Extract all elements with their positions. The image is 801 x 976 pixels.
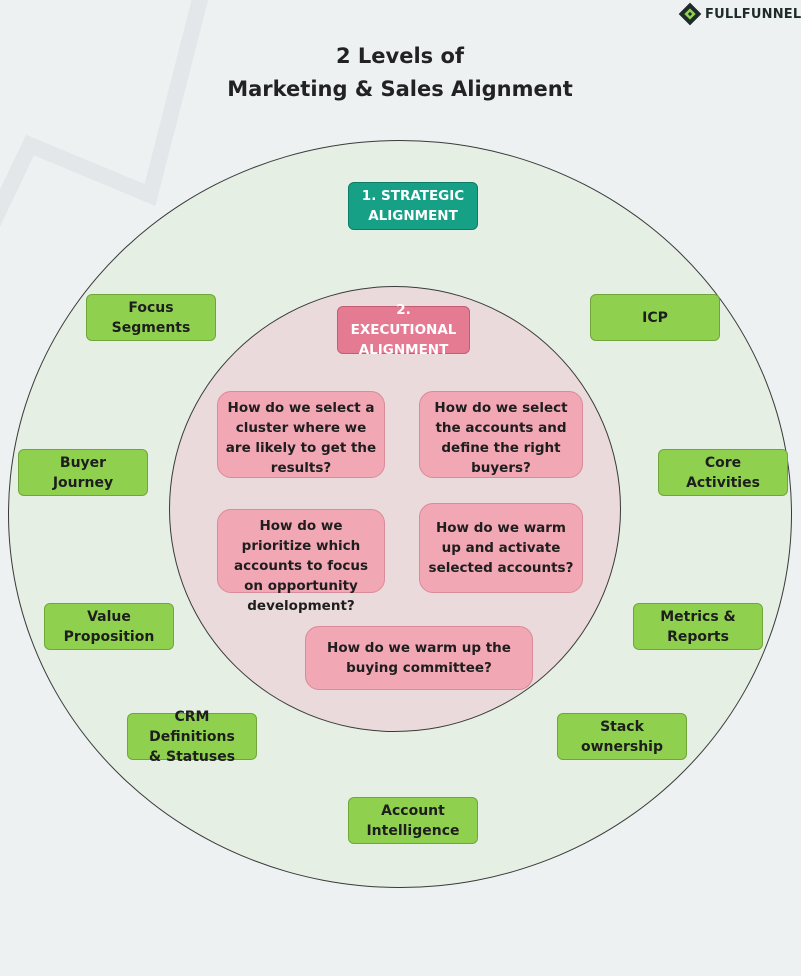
question-warm-up-accounts-text: How do we warm up and activate selected … xyxy=(428,520,574,576)
buyer-journey-box: Buyer Journey xyxy=(18,449,148,496)
crm-definitions-line-1: CRM Definitions xyxy=(149,708,235,745)
strategic-alignment-header: 1. STRATEGIC ALIGNMENT xyxy=(348,182,478,230)
metrics-reports-box: Metrics & Reports xyxy=(633,603,763,650)
stack-ownership-box: Stack ownership xyxy=(557,713,687,760)
title-line-2: Marketing & Sales Alignment xyxy=(227,77,573,101)
fullfunnel-logo-icon xyxy=(678,2,702,26)
metrics-reports-line-1: Metrics & xyxy=(660,608,736,625)
question-buying-committee-text: How do we warm up the buying committee? xyxy=(327,640,511,676)
icp-label: ICP xyxy=(642,309,668,326)
core-activities-box: Core Activities xyxy=(658,449,788,496)
question-select-cluster: How do we select a cluster where we are … xyxy=(217,391,385,478)
question-buying-committee: How do we warm up the buying committee? xyxy=(305,626,533,690)
logo-text: FULLFUNNEL xyxy=(705,6,801,22)
crm-definitions-line-2: & Statuses xyxy=(148,748,236,765)
strategic-header-line-1: 1. STRATEGIC xyxy=(361,188,465,204)
question-prioritize-accounts-text: How do we prioritize which accounts to f… xyxy=(233,518,369,614)
question-warm-up-accounts: How do we warm up and activate selected … xyxy=(419,503,583,593)
buyer-journey-line-2: Journey xyxy=(52,474,114,491)
title-line-1: 2 Levels of xyxy=(335,44,465,68)
crm-definitions-box: CRM Definitions & Statuses xyxy=(127,709,257,765)
executional-alignment-header: 2. EXECUTIONAL ALIGNMENT xyxy=(337,302,470,358)
executional-header-line-1: 2. EXECUTIONAL xyxy=(350,302,457,338)
core-activities-line-1: Core xyxy=(704,454,742,471)
account-intelligence-line-1: Account xyxy=(381,802,445,819)
question-select-cluster-text: How do we select a cluster where we are … xyxy=(225,400,377,476)
question-prioritize-accounts: How do we prioritize which accounts to f… xyxy=(217,509,385,614)
account-intelligence-line-2: Intelligence xyxy=(366,822,460,839)
strategic-header-line-2: ALIGNMENT xyxy=(368,208,458,224)
buyer-journey-line-1: Buyer xyxy=(59,454,107,471)
executional-header-line-2: ALIGNMENT xyxy=(358,342,449,358)
question-select-accounts: How do we select the accounts and define… xyxy=(419,391,583,478)
metrics-reports-line-2: Reports xyxy=(667,628,729,645)
fullfunnel-logo[interactable]: FULLFUNNEL xyxy=(678,2,801,26)
core-activities-line-2: Activities xyxy=(686,474,760,491)
stack-ownership-label: Stack ownership xyxy=(580,718,664,755)
value-proposition-box: Value Proposition xyxy=(44,603,174,650)
page-title: 2 Levels of Marketing & Sales Alignment xyxy=(200,40,600,106)
focus-segments-line-2: Segments xyxy=(111,319,191,336)
value-proposition-line-2: Proposition xyxy=(63,628,155,645)
question-select-accounts-text: How do we select the accounts and define… xyxy=(434,400,568,476)
value-proposition-line-1: Value xyxy=(87,608,131,625)
account-intelligence-box: Account Intelligence xyxy=(348,797,478,844)
icp-box: ICP xyxy=(590,294,720,341)
focus-segments-line-1: Focus xyxy=(128,299,174,316)
focus-segments-box: Focus Segments xyxy=(86,294,216,341)
